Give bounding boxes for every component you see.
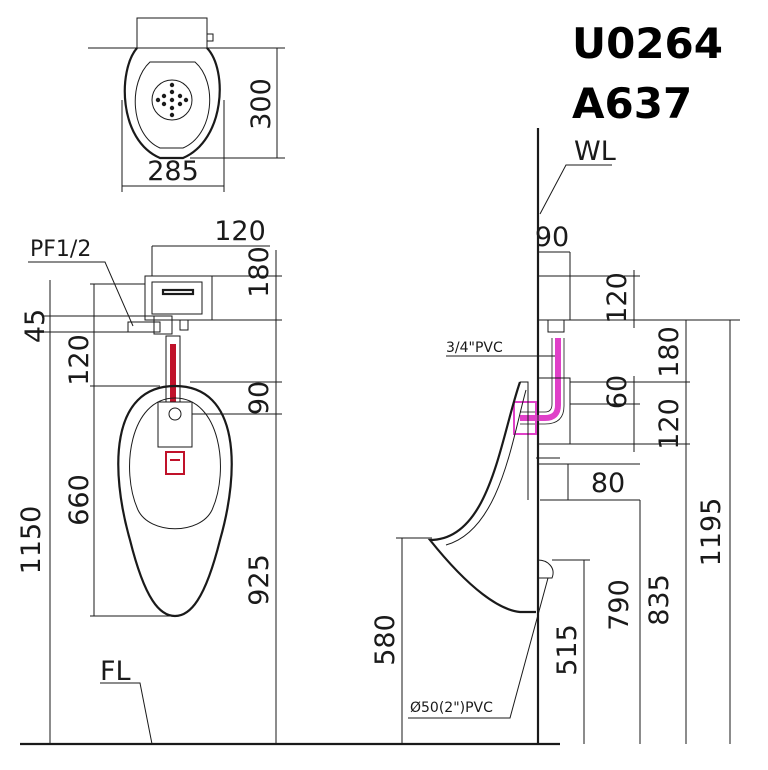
plan-flush-valve [136, 17, 208, 49]
dim-front-925: 925 [244, 554, 275, 606]
dim-front-45: 45 [20, 309, 51, 343]
dim-side-120-top: 120 [602, 272, 633, 324]
dim-front-1150: 1150 [16, 506, 47, 575]
front-urinal-bowl [129, 397, 221, 530]
inlet-thread-label: PF1/2 [30, 237, 91, 262]
model-code-2: A637 [572, 79, 692, 128]
wall-line-label: WL [574, 136, 616, 167]
side-spud-connector [513, 401, 537, 435]
plan-drain-holes [155, 82, 189, 118]
dim-front-90: 90 [244, 381, 275, 415]
side-wall-bracket [537, 377, 571, 445]
front-supply-pipe [170, 344, 176, 402]
front-inlet-pipe [127, 321, 161, 333]
plan-drain [151, 79, 193, 121]
dim-front-660: 660 [64, 474, 95, 526]
floor-line-label: FL [100, 656, 131, 687]
dim-side-515: 515 [552, 624, 583, 676]
front-flush-valve [144, 275, 213, 321]
dim-side-580: 580 [370, 614, 401, 666]
side-view: WL 90 3/4"PVC Ø50(2")PVC 120 1 [370, 128, 740, 744]
side-urinal-front [427, 381, 536, 614]
side-flush-valve [537, 275, 571, 321]
dim-front-120-top: 120 [214, 216, 266, 247]
front-push-button [161, 288, 195, 296]
dim-front-120-left: 120 [64, 334, 95, 386]
front-spreader [157, 401, 193, 448]
plan-valve-nut [206, 33, 214, 42]
dim-side-790: 790 [604, 579, 635, 631]
dim-side-1195: 1195 [696, 498, 727, 567]
dim-plan-width: 285 [147, 156, 199, 187]
front-drain-strainer [165, 451, 185, 475]
dim-side-80: 80 [591, 468, 625, 499]
dim-side-835: 835 [644, 574, 675, 626]
dim-side-120b: 120 [654, 398, 685, 450]
dim-side-180: 180 [654, 326, 685, 378]
dim-side-90: 90 [535, 222, 569, 253]
plan-bowl-inner [134, 61, 211, 149]
front-view: FL PF1/2 120 180 45 [16, 216, 560, 746]
dim-side-60: 60 [602, 375, 633, 409]
plan-view: 300 285 [88, 17, 285, 192]
dim-plan-depth: 300 [246, 78, 277, 130]
model-code-1: U0264 [572, 19, 723, 68]
plan-bowl-outline [123, 47, 221, 160]
side-supply-pipe [520, 338, 561, 421]
side-outlet-hub [537, 559, 554, 579]
dim-front-180: 180 [244, 246, 275, 298]
inlet-pipe-label: 3/4"PVC [446, 340, 503, 356]
outlet-pipe-label: Ø50(2")PVC [410, 700, 493, 716]
